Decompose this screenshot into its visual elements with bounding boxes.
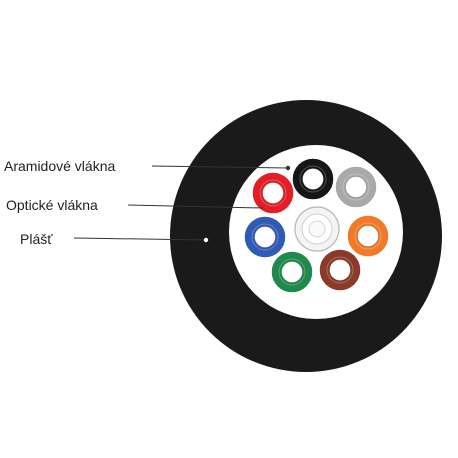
sheath-callout-dot (203, 237, 209, 243)
tube-blue-ring (251, 223, 279, 251)
optical-callout-line (127, 204, 264, 209)
tube-blue (243, 215, 287, 259)
tube-black (291, 157, 335, 201)
tube-red-fiber (262, 182, 284, 204)
tubes-group (243, 157, 390, 294)
callout-dots (203, 165, 291, 243)
tube-gray-fiber (345, 176, 367, 198)
tube-orange (346, 214, 390, 258)
tube-brown-fiber (329, 259, 351, 281)
tube-green (270, 250, 314, 294)
tube-brown (318, 248, 362, 292)
aramid-fibers-label: Aramidové vlákna (4, 158, 116, 174)
sheath-callout-line (73, 237, 207, 241)
tube-orange-fiber (357, 225, 379, 247)
sheath-label: Plášť (20, 231, 53, 247)
central-member-group (294, 206, 340, 252)
callout-lines (73, 165, 289, 241)
tube-gray-ring (342, 173, 370, 201)
tube-green-ring (278, 258, 306, 286)
tube-red-ring (259, 179, 287, 207)
tube-gray (334, 165, 378, 209)
aramid-callout-line (151, 165, 289, 169)
optical-fibers-label: Optické vlákna (6, 197, 98, 213)
central-member-ring-3 (308, 220, 326, 238)
tube-green-fiber (281, 261, 303, 283)
tube-black-ring (299, 165, 327, 193)
tube-red (251, 171, 295, 215)
tube-brown-ring (326, 256, 354, 284)
tube-black-fiber (302, 168, 324, 190)
tube-orange-ring (354, 222, 382, 250)
aramid-callout-dot (285, 165, 291, 171)
tube-blue-fiber (254, 226, 276, 248)
